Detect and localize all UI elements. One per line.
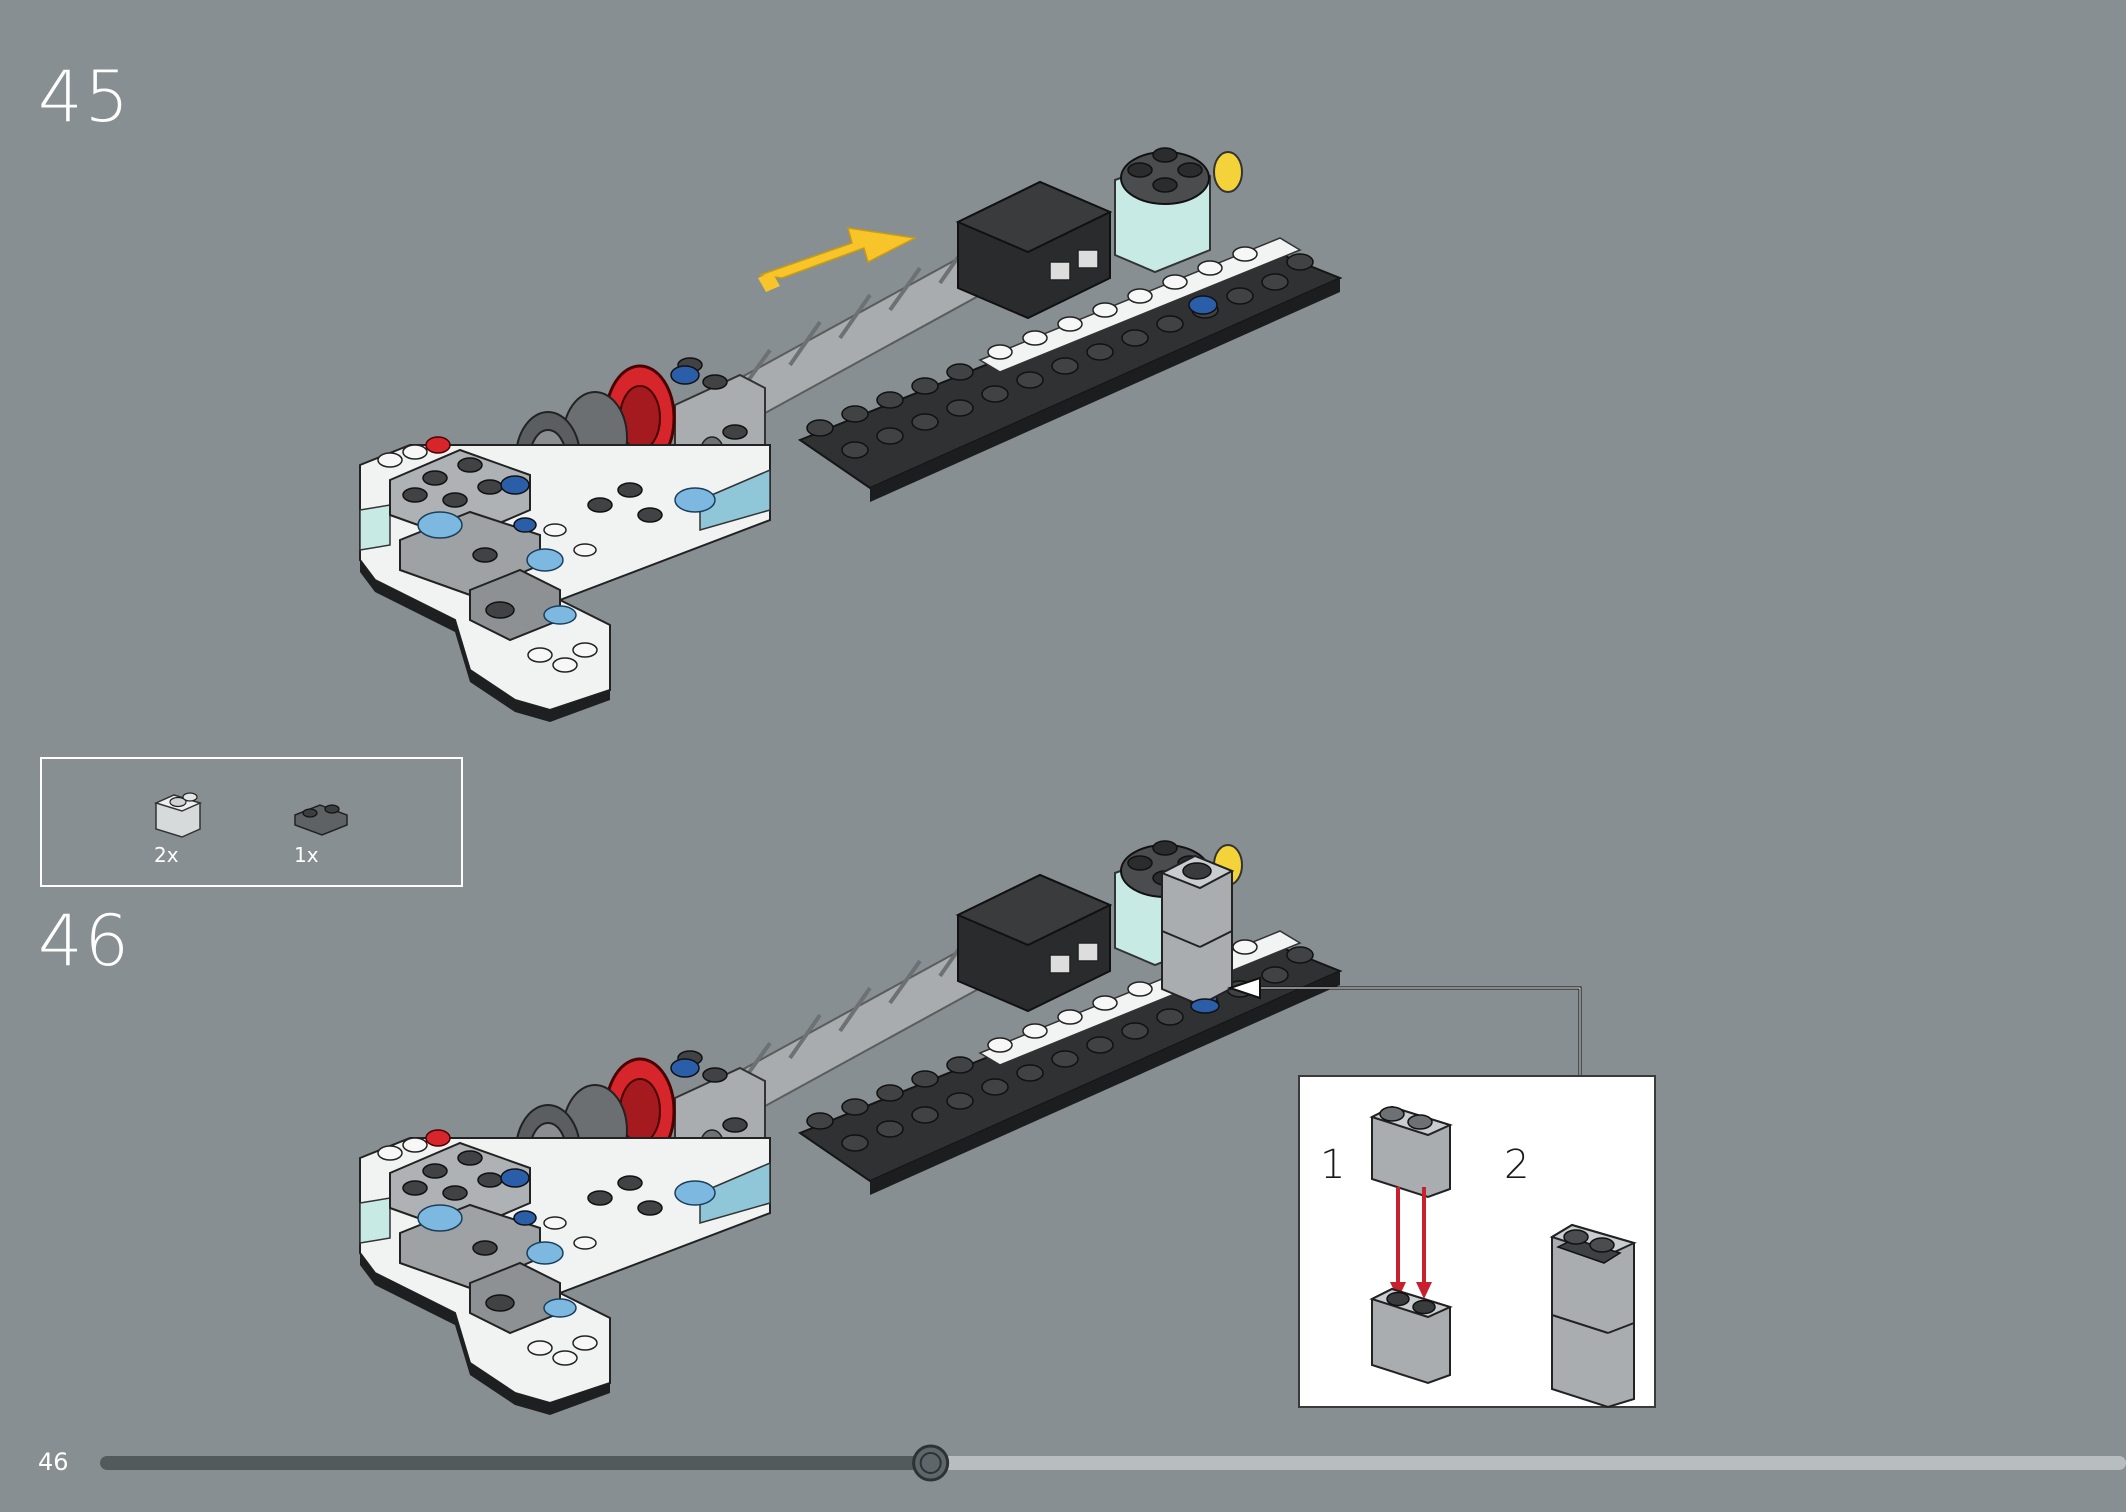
parts-list: 2x 1x	[40, 757, 463, 887]
jumper-brick-bottom-icon	[1369, 1287, 1453, 1385]
step-number-45: 45	[38, 56, 132, 138]
sub-assembly-callout: 1 2	[1298, 1075, 1656, 1409]
page-number: 46	[38, 1448, 69, 1476]
stacked-bricks-result-icon	[1549, 1223, 1637, 1409]
dark-gray-1x2-jumper-plate-icon	[294, 804, 348, 836]
assembly-arrows-icon	[1390, 1187, 1432, 1299]
substep-number-1: 1	[1320, 1142, 1346, 1188]
part-quantity-label: 2x	[154, 843, 179, 867]
light-gray-1x2-jumper-brick-icon	[153, 792, 203, 838]
jumper-brick-top-icon	[1369, 1105, 1453, 1199]
move-direction-arrow-icon	[758, 227, 918, 292]
callout-pointer-arrow-icon	[1226, 976, 1261, 1000]
added-jumper-bricks	[1159, 854, 1235, 1014]
step-number-46: 46	[38, 900, 132, 982]
part-quantity-label: 1x	[294, 843, 319, 867]
step-46-model	[358, 839, 1342, 1417]
progress-bar	[100, 1444, 2126, 1482]
substep-number-2: 2	[1504, 1142, 1530, 1188]
